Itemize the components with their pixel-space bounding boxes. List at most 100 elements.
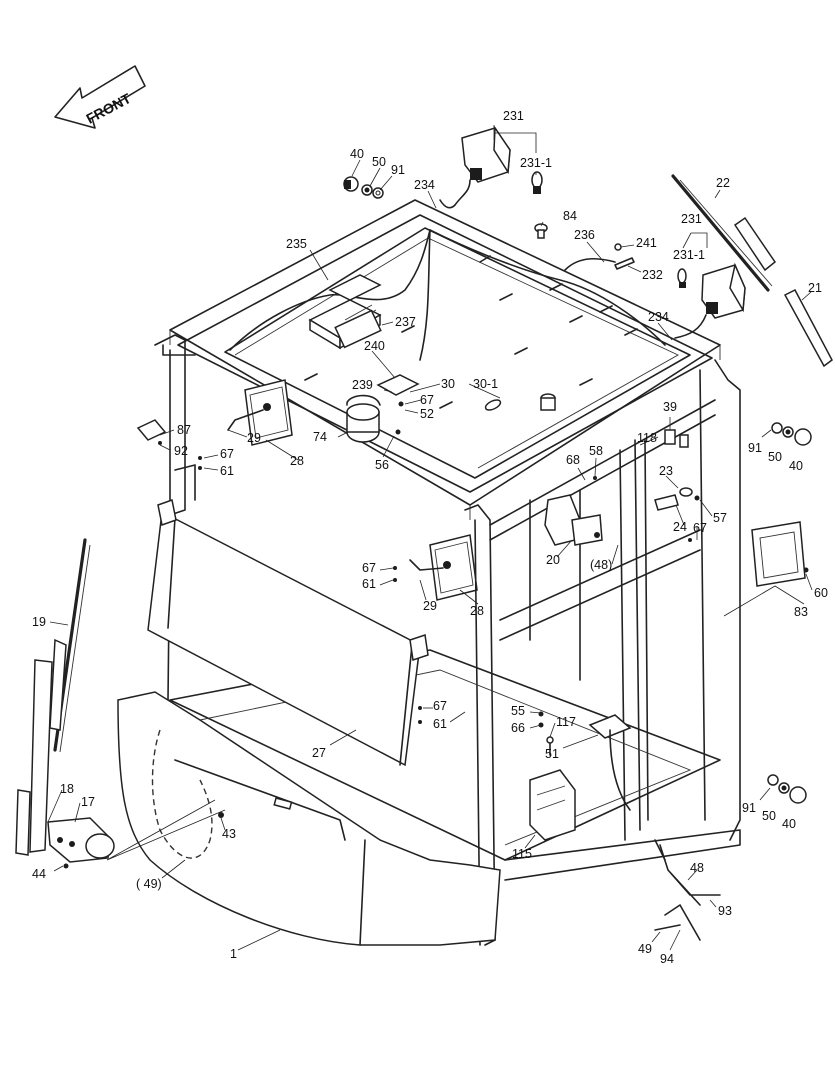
callout-50-right: 50 <box>768 450 782 464</box>
callout-56: 56 <box>375 458 389 472</box>
callout-234-right: 234 <box>648 310 669 324</box>
callout-67-mid: 67 <box>362 561 376 575</box>
callout-118: 118 <box>637 431 657 445</box>
callout-67-roof: 67 <box>420 393 434 407</box>
beacon-74 <box>346 394 381 443</box>
leader-lines <box>47 125 813 951</box>
callout-23: 23 <box>659 464 673 478</box>
work-light-left <box>439 125 511 209</box>
front-arrow: FRONT <box>54 65 146 129</box>
callout-49: 49 <box>638 942 652 956</box>
callout-39: 39 <box>663 400 677 414</box>
callout-40-right: 40 <box>789 459 803 473</box>
mirror-29a <box>227 379 293 446</box>
wire-236 <box>564 258 616 271</box>
roof-frame <box>169 199 721 520</box>
callout-28-mid: 28 <box>470 604 484 618</box>
callout-61-left: 61 <box>220 464 234 478</box>
callout-28-top: 28 <box>290 454 304 468</box>
callout-50-lower: 50 <box>762 809 776 823</box>
callout-66: 66 <box>511 721 525 735</box>
wiper-arm-21 <box>783 289 833 368</box>
callout-50-top: 50 <box>372 155 386 169</box>
callout-93: 93 <box>718 904 732 918</box>
callout-48: 48 <box>690 861 704 875</box>
callout-240: 240 <box>364 339 385 353</box>
callout-52: 52 <box>420 407 434 421</box>
callout-231-1-right: 231-1 <box>673 248 705 262</box>
wiper-motor-17 <box>47 817 115 863</box>
base-239 <box>376 374 420 396</box>
callout-231-left: 231 <box>503 109 524 123</box>
callout-231-right: 231 <box>681 212 702 226</box>
lamp-23 <box>679 487 700 501</box>
callout-68: 68 <box>566 453 580 467</box>
callout-18: 18 <box>60 782 74 796</box>
callout-40-lower: 40 <box>782 817 796 831</box>
washer-91c <box>767 774 779 786</box>
harness-48-49 <box>654 844 721 941</box>
bracket-51 <box>588 714 632 811</box>
callout-91-top: 91 <box>391 163 405 177</box>
cylinder-right <box>540 393 556 411</box>
callout-58: 58 <box>589 444 603 458</box>
callout-234-top: 234 <box>414 178 435 192</box>
callout-91-lower: 91 <box>742 801 756 815</box>
front-label: FRONT <box>83 90 133 127</box>
callout-236: 236 <box>574 228 595 242</box>
bracket-87 <box>136 419 167 441</box>
callout-29-top: 29 <box>247 431 261 445</box>
callout-44: 44 <box>32 867 46 881</box>
callout-55: 55 <box>511 704 525 718</box>
callout-22: 22 <box>716 176 730 190</box>
callout-labels: 231 231-1 40 50 91 234 22 84 236 241 232… <box>32 109 828 966</box>
hook-241 <box>614 243 635 270</box>
callout-30-1: 30-1 <box>473 377 498 391</box>
knob-84 <box>534 223 548 239</box>
callout-20: 20 <box>546 553 560 567</box>
washer-50a <box>361 184 373 196</box>
dome-lamp-30 <box>484 399 502 411</box>
bracket-24 <box>654 494 679 511</box>
bulb-231-1a <box>531 171 543 194</box>
pin-117 <box>546 736 554 756</box>
bulb-231-1b <box>677 268 687 288</box>
callout-61-mid: 61 <box>362 577 376 591</box>
callout-241: 241 <box>636 236 657 250</box>
callout-21: 21 <box>808 281 822 295</box>
callout-91-right: 91 <box>748 441 762 455</box>
callout-83: 83 <box>794 605 808 619</box>
nut-40b <box>794 428 812 446</box>
panel-83 <box>751 521 809 587</box>
mirror-29b <box>409 534 478 601</box>
wiper-arm-18 <box>15 659 53 856</box>
callout-231-1-left: 231-1 <box>520 156 552 170</box>
callout-24: 24 <box>673 520 687 534</box>
callout-67-lower: 67 <box>433 699 447 713</box>
sun-visor-27 <box>147 499 429 767</box>
callout-60: 60 <box>814 586 828 600</box>
washer-91a <box>372 187 384 199</box>
fan-20 <box>544 494 603 546</box>
callout-29-mid: 29 <box>423 599 437 613</box>
front-panel-1 <box>117 691 501 946</box>
callout-67-right: 67 <box>693 521 707 535</box>
work-light-right <box>674 262 746 339</box>
callout-49-paren: ( 49) <box>136 877 162 891</box>
wiper-blade-22 <box>671 174 777 292</box>
callout-94: 94 <box>660 952 674 966</box>
callout-57: 57 <box>713 511 727 525</box>
callout-237: 237 <box>395 315 416 329</box>
nut-40a <box>343 176 359 192</box>
callout-30: 30 <box>441 377 455 391</box>
callout-74: 74 <box>313 430 327 444</box>
box-115 <box>529 769 576 841</box>
screw-set <box>63 401 692 869</box>
callout-19: 19 <box>32 615 46 629</box>
callout-48-paren: (48) <box>590 558 612 572</box>
callout-17: 17 <box>81 795 95 809</box>
callout-117: 117 <box>556 715 576 729</box>
washer-50b <box>782 426 794 438</box>
callout-40-top: 40 <box>350 147 364 161</box>
